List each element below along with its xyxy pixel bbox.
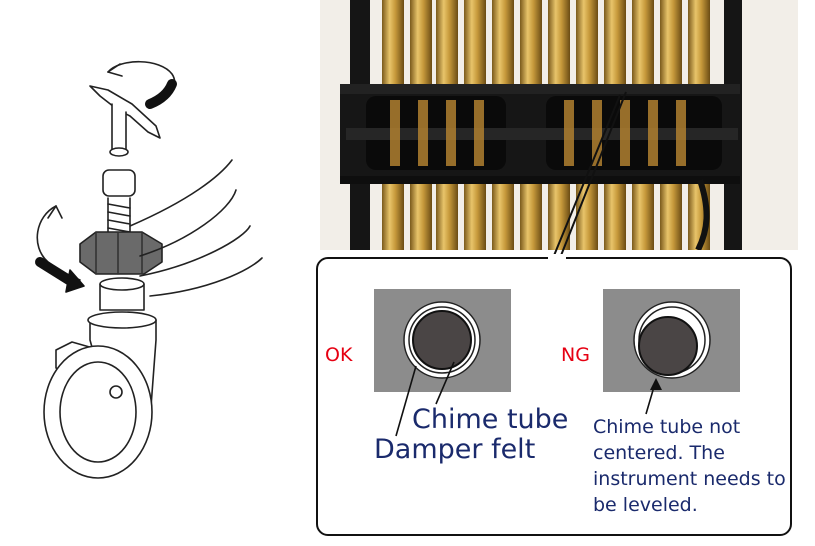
chime-tubes-photo: [320, 0, 798, 250]
damper-felt-label: Damper felt: [374, 434, 536, 465]
ok-label: OK: [325, 344, 353, 366]
ng-label: NG: [561, 344, 590, 366]
caster-leveling-illustration: [35, 61, 263, 479]
caster-wheel: [43, 345, 153, 479]
damper-holder: [340, 84, 740, 184]
ng-explanation-text: Chime tube not centered. The instrument …: [593, 416, 786, 516]
chime-tube-label: Chime tube: [412, 404, 569, 435]
